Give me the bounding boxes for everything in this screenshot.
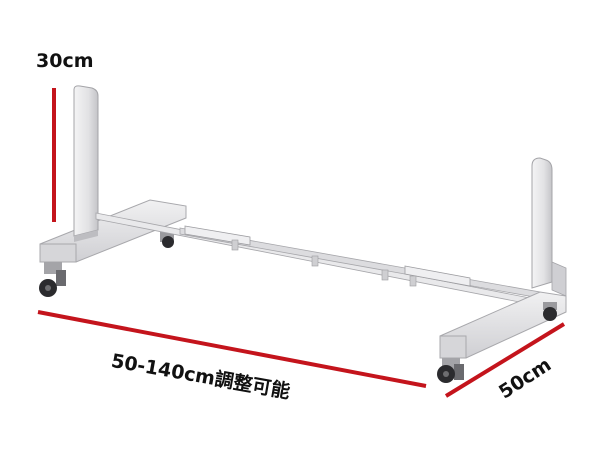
left-post [73, 85, 99, 242]
caster-front-right [437, 358, 464, 383]
depth-dimension-line [444, 322, 566, 398]
left-foot [39, 199, 187, 263]
right-post [531, 157, 567, 297]
telescopic-bars [95, 212, 541, 307]
length-dimension-line [37, 310, 427, 388]
right-foot [439, 291, 567, 359]
caster-back-left [160, 232, 174, 248]
height-label: 30cm [36, 50, 94, 72]
caster-back-right [543, 302, 557, 321]
caster-front-left [39, 262, 66, 297]
